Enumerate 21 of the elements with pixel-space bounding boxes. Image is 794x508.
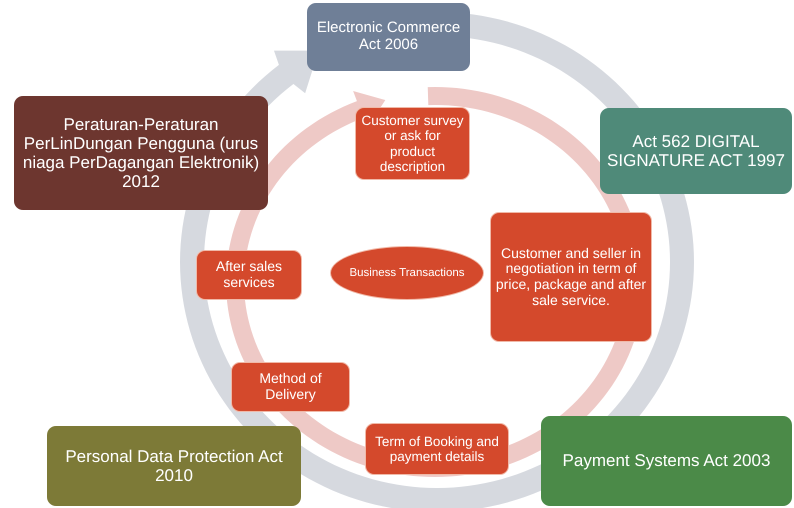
node-label: Act 562 DIGITAL SIGNATURE ACT 1997 <box>606 132 786 170</box>
process-box <box>14 96 268 210</box>
process-box <box>355 107 470 180</box>
node-label: Customer and seller in negotiation in term of price, package and after sale service. <box>495 246 647 308</box>
process-box <box>196 250 302 300</box>
node-label: Personal Data Protection Act 2010 <box>64 446 284 486</box>
process-box <box>307 3 470 71</box>
node-label: Peraturan-Peraturan PerLinDungan Pengguna (urus niaga PerDagangan Elektronik) 2012 <box>22 114 260 192</box>
node-label: Method of Delivery <box>258 371 323 403</box>
node-label: Business Transactions <box>349 266 465 280</box>
process-box <box>365 423 509 475</box>
process-box <box>47 426 301 506</box>
node-label: After sales services <box>214 259 284 291</box>
process-box <box>600 108 792 194</box>
node-label: Term of Booking and payment details <box>374 434 500 464</box>
node-label: Customer survey or ask for product description <box>360 113 465 174</box>
process-box <box>541 416 792 506</box>
process-box <box>490 212 652 342</box>
node-label: Electronic Commerce Act 2006 <box>316 20 462 54</box>
process-box <box>231 362 350 412</box>
node-label: Payment Systems Act 2003 <box>562 451 770 471</box>
